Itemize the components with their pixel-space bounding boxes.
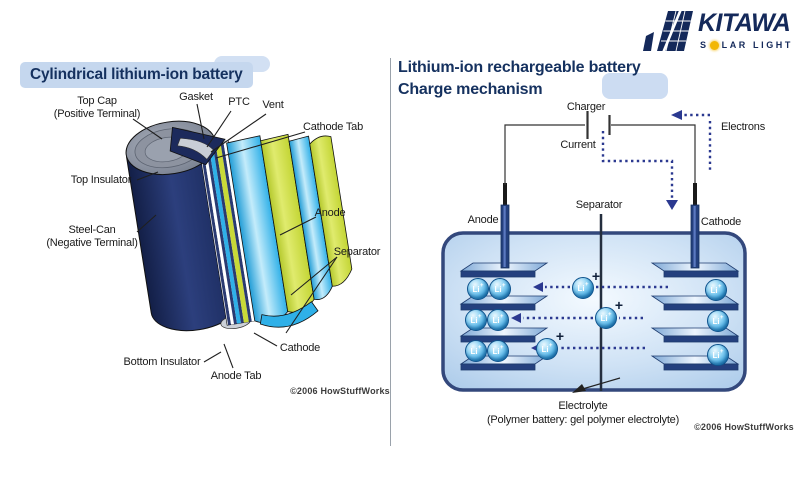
li-ion-charge: + [720,349,724,355]
credit-howstuffworks-right: ©2006 HowStuffWorks [694,422,794,432]
logo-brand-name: KITAWA [698,9,791,37]
li-ion-charge: + [478,314,482,320]
logo-tagline-rest: LAR LIGHT [721,40,794,50]
li-ion-charge: + [720,315,724,321]
label-separator-left: Separator [333,246,381,258]
li-ion: Li+ [489,278,511,300]
li-ion-symbol: Li [494,284,502,294]
right-title-highlight-blob [602,73,668,99]
li-ion-charge: + [718,284,722,290]
li-ion-charge: + [549,343,553,349]
anode-electrode [500,183,510,269]
electron-arrowhead-left [671,110,682,120]
li-ion-migrating: Li+ [536,338,558,360]
li-ion-charge: + [585,282,589,288]
electrolyte-leader [578,377,621,391]
label-top-cap-line2: (Positive Terminal) [53,107,141,120]
logo-tagline-s: S [700,40,709,50]
label-steel-can-line1: Steel-Can [68,224,116,236]
label-cathode-left: Cathode [279,342,321,354]
logo-tagline: S LAR LIGHT [700,40,793,50]
credit-howstuffworks-left: ©2006 HowStuffWorks [290,386,390,396]
panel-divider [390,58,391,446]
label-electrolyte-sub: (Polymer battery: gel polymer electrolyt… [486,414,680,426]
label-top-insulator: Top Insulator [70,174,132,186]
li-ion-symbol: Li [541,344,549,354]
li-ion-charge: + [502,283,506,289]
li-ion-charge: + [478,345,482,351]
li-ion-symbol: Li [492,315,500,325]
li-ion-symbol: Li [712,350,720,360]
label-cathode-right: Cathode [700,216,742,228]
label-separator-right: Separator [575,199,623,211]
label-steel-can: Steel-Can (Negative Terminal) [46,224,138,250]
li-ion-symbol: Li [600,313,608,323]
li-ion: Li+ [467,278,489,300]
li-ion-charge: + [500,345,504,351]
li-ion-symbol: Li [470,346,478,356]
li-ion-symbol: Li [710,285,718,295]
current-arrowhead-down [666,200,678,210]
li-ion: Li+ [487,340,509,362]
li-ion: Li+ [705,279,727,301]
current-dotted-path [601,131,674,201]
label-anode-tab: Anode Tab [210,370,262,382]
li-ion-symbol: Li [472,284,480,294]
logo-bolt [661,8,683,54]
label-ptc: PTC [228,96,250,108]
li-ion-symbol: Li [577,283,585,293]
right-panel-title-line1: Lithium-ion rechargeable battery [398,59,641,76]
ion-plus-charge: + [614,297,624,313]
label-vent: Vent [262,99,284,111]
li-ion: Li+ [465,309,487,331]
right-panel-title-line2: Charge mechanism [398,81,543,98]
label-bottom-insulator: Bottom Insulator [123,356,201,368]
li-ion-symbol: Li [712,316,720,326]
label-cathode-tab: Cathode Tab [303,121,363,133]
li-ion-symbol: Li [492,346,500,356]
label-top-cap: Top Cap (Positive Terminal) [53,95,141,121]
label-steel-can-line2: (Negative Terminal) [46,236,138,249]
label-current: Current [560,139,596,151]
left-leader-lines [132,103,338,369]
li-ion-symbol: Li [470,315,478,325]
label-anode-right: Anode [467,214,499,226]
ion-plus-charge: + [555,328,565,344]
label-anode-left: Anode [314,207,346,219]
li-ion-charge: + [500,314,504,320]
ion-plus-charge: + [591,268,601,284]
label-charger: Charger [566,101,606,113]
li-ion-migrating: Li+ [595,307,617,329]
cathode-electrode [690,183,700,269]
battery-cutaway-illustration [125,103,353,369]
ion-flow-dotted-arrows [523,285,668,350]
li-ion-charge: + [608,312,612,318]
kitawa-logo-mark [643,8,693,54]
li-ion-migrating: Li+ [572,277,594,299]
electrolyte-arrowhead [572,384,586,393]
left-panel-title: Cylindrical lithium-ion battery [20,62,253,88]
label-electrons: Electrons [720,121,766,133]
li-ion: Li+ [487,309,509,331]
circuit-wires [504,111,696,185]
li-ion: Li+ [707,344,729,366]
label-electrolyte: Electrolyte [558,400,608,412]
li-ion-charge: + [480,283,484,289]
sun-icon [709,40,719,50]
label-gasket: Gasket [179,91,213,103]
li-ion: Li+ [707,310,729,332]
label-top-cap-line1: Top Cap [77,95,117,107]
li-ion: Li+ [465,340,487,362]
